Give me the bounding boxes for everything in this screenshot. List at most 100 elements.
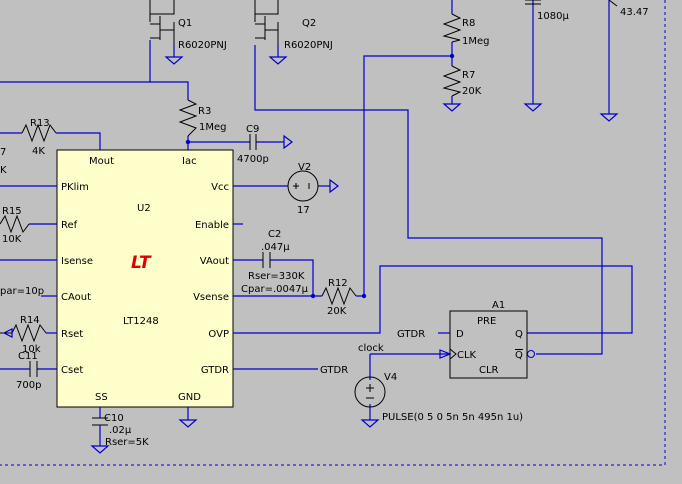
pin-vcc: Vcc (211, 182, 229, 193)
ic-part: LT1248 (123, 316, 159, 327)
junction-vsense (310, 293, 316, 299)
junction-iac (185, 139, 191, 145)
r3-name: R3 (198, 106, 211, 117)
r12-value: 20K (327, 306, 347, 317)
pin-ss: SS (95, 392, 108, 403)
a1-qbar: Q (515, 350, 523, 361)
top-cap-value: 1080µ (537, 11, 569, 22)
junction-r7 (449, 53, 455, 59)
resistor-r15[interactable]: R15 10K (0, 206, 30, 245)
a1-d: D (456, 329, 464, 340)
c2-rser: Rser=330K (248, 271, 305, 282)
capacitor-c11[interactable]: C11 700p (0, 351, 41, 391)
c11-name: C11 (18, 351, 38, 362)
pin-caout: CAout (61, 292, 91, 303)
q2-value: R6020PNJ (284, 40, 333, 51)
c9-name: C9 (246, 124, 259, 135)
mosfet-q2[interactable]: Q2 R6020PNJ (254, 0, 333, 51)
v2-value: 17 (297, 205, 310, 216)
r12-name: R12 (328, 278, 348, 289)
ground-c10 (90, 445, 110, 454)
ground-c9 (283, 134, 293, 150)
ic-name: U2 (137, 203, 151, 214)
resistor-r3[interactable]: R3 1Meg (178, 99, 227, 137)
a1-clr: CLR (479, 365, 499, 376)
ground-v4 (360, 419, 380, 428)
junction-r12 (361, 293, 367, 299)
a1-pre: PRE (477, 316, 496, 327)
capacitor-top[interactable]: 1080µ (525, 0, 569, 22)
pin-rset: Rset (61, 329, 83, 340)
flipflop-a1[interactable]: A1 PRE D CLK Q Q CLR (439, 300, 535, 379)
source-v2[interactable]: V2 17 (287, 162, 319, 216)
left-fragment-k: K (0, 165, 7, 176)
net-clock: clock (358, 343, 384, 354)
r14-value: 10k (22, 344, 41, 355)
mosfet-q1[interactable]: Q1 R6020PNJ (149, 0, 227, 51)
top-src-value: 43.47 (620, 7, 649, 18)
ground-r7 (442, 103, 462, 112)
ground-cap (523, 103, 543, 112)
pin-isense: Isense (61, 256, 93, 267)
r8-value: 1Meg (462, 36, 490, 47)
q1-value: R6020PNJ (178, 40, 227, 51)
c2-value: .047µ (261, 242, 290, 253)
left-fragment-7: 7 (0, 147, 6, 158)
c2-cpar: Cpar=.0047µ (241, 284, 309, 295)
pin-vsense: Vsense (193, 292, 229, 303)
r13-name: R13 (30, 118, 50, 129)
source-top[interactable]: 43.47 (608, 0, 649, 18)
capacitor-c9[interactable]: C9 4700p (237, 124, 269, 165)
c10-value: .02µ (109, 425, 132, 436)
c2-name: C2 (268, 229, 281, 240)
capacitor-c2[interactable]: C2 .047µ Rser=330K Cpar=.0047µ (241, 229, 309, 295)
a1-name: A1 (492, 300, 505, 311)
r14-name: R14 (20, 315, 40, 326)
sheet-border (0, 0, 666, 466)
pin-ref: Ref (61, 220, 78, 231)
r7-name: R7 (462, 70, 475, 81)
net-gtdr-out: GTDR (320, 365, 348, 376)
r8-name: R8 (462, 18, 475, 29)
q2-name: Q2 (302, 18, 316, 29)
pin-gtdr: GTDR (201, 365, 229, 376)
resistor-r8[interactable]: R8 1Meg (442, 13, 490, 47)
c10-rser: Rser=5K (105, 437, 149, 448)
c9-value: 4700p (237, 154, 269, 165)
pin-ovp: OVP (208, 329, 229, 340)
resistor-r14[interactable]: R14 10k (0, 315, 47, 355)
left-fragment-cpar: par=10p (0, 286, 44, 297)
ground-q2 (268, 56, 288, 65)
c11-value: 700p (16, 380, 41, 391)
v4-value: PULSE(0 5 0 5n 5n 495n 1u) (382, 412, 523, 423)
capacitor-c10[interactable]: C10 .02µ Rser=5K (92, 413, 149, 448)
pin-pklim: PKlim (61, 182, 89, 193)
a1-q: Q (515, 329, 523, 340)
lt-logo: LT (131, 253, 152, 273)
a1-clk: CLK (457, 350, 477, 361)
pin-cset: Cset (61, 365, 83, 376)
ground-ic (178, 419, 198, 428)
v4-name: V4 (384, 372, 397, 383)
r13-value: 4K (32, 146, 45, 157)
c10-name: C10 (104, 413, 124, 424)
r15-value: 10K (2, 234, 22, 245)
pin-gnd: GND (178, 392, 201, 403)
resistor-r13[interactable]: R13 4K (21, 118, 57, 157)
pin-vaout: VAout (200, 256, 229, 267)
ground-v2 (329, 178, 339, 194)
net-gtdr-in: GTDR (397, 329, 425, 340)
pin-iac: Iac (182, 156, 197, 167)
v2-name: V2 (298, 162, 311, 173)
ic-u2[interactable]: U2 LT1248 LT Mout Iac PKlim Ref Isense C… (56, 149, 234, 408)
r7-value: 20K (462, 86, 482, 97)
resistor-r12[interactable]: R12 20K (321, 278, 357, 317)
ground-symbols (90, 45, 619, 454)
source-v4[interactable]: V4 PULSE(0 5 0 5n 5n 495n 1u) (354, 372, 523, 423)
wires (0, 0, 633, 446)
r15-name: R15 (2, 206, 22, 217)
resistor-r7[interactable]: R7 20K (442, 65, 482, 97)
pin-mout: Mout (89, 156, 114, 167)
ground-q1 (164, 56, 184, 65)
